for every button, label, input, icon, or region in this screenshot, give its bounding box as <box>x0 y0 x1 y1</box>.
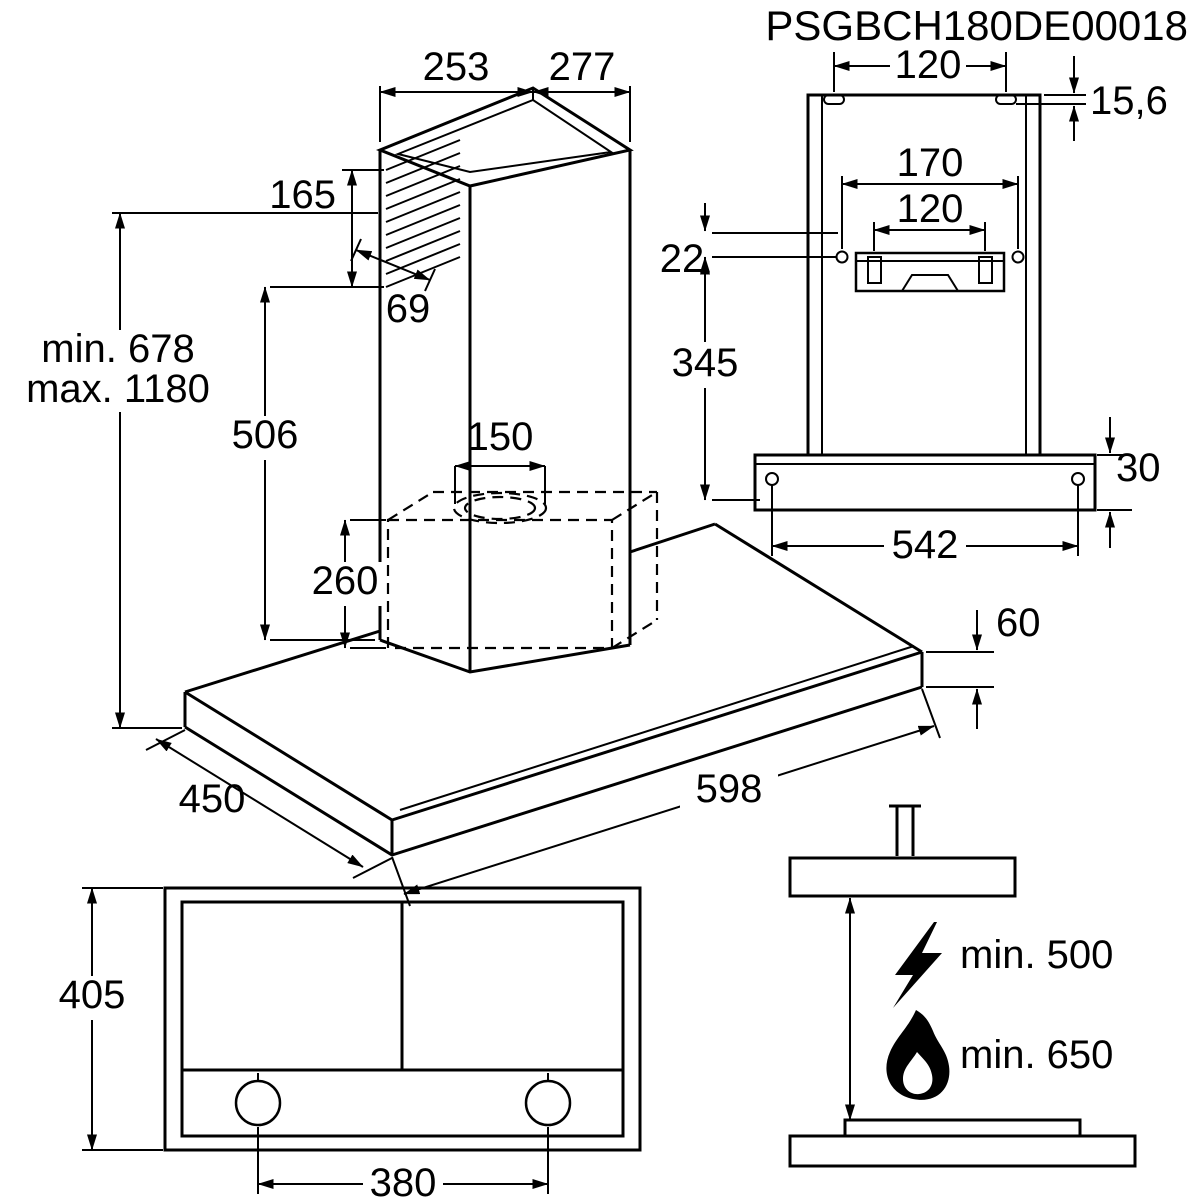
knob-right <box>524 1079 572 1127</box>
duct-outlet-inner <box>463 495 537 521</box>
dim-canopy-width: 598 <box>696 767 763 811</box>
dim-rail-screw-spacing: 542 <box>892 523 959 567</box>
dim-canopy-depth: 450 <box>179 777 246 821</box>
dim-vent-height: 165 <box>269 173 336 217</box>
inner-motor-box <box>386 490 659 650</box>
bottom-dimensions: 405 380 <box>52 887 549 1200</box>
dim-chimney-top-depth: 253 <box>423 45 490 89</box>
rear-view: 120 15,6 170 120 22 345 30 542 <box>660 43 1168 568</box>
dim-height-max: max. 1180 <box>26 367 210 411</box>
bracket-slot-right <box>978 256 993 284</box>
dim-inner-box-height: 260 <box>312 559 379 603</box>
canopy-right-edge <box>714 522 923 654</box>
bracket-hole-left <box>835 250 849 264</box>
part-number: PSGBCH180DE00018 <box>765 2 1188 49</box>
iso-dimensions: 253 277 165 69 506 min. 678 max. 1180 15… <box>26 45 1041 907</box>
bracket-notch <box>901 274 959 292</box>
bottom-rail <box>753 453 1097 512</box>
clearance-electric-label: min. 500 <box>960 933 1113 977</box>
dim-knob-spacing: 380 <box>370 1161 437 1200</box>
dim-rail-height: 30 <box>1116 446 1161 490</box>
dim-bracket-hole-spacing-outer: 170 <box>897 141 964 185</box>
hob-profile <box>843 1118 1082 1138</box>
top-slot-right <box>995 94 1017 105</box>
canopy-thickness-edges <box>183 652 924 855</box>
top-slot-left <box>823 94 845 105</box>
mounting-bracket <box>854 251 1006 293</box>
hood-chimney-stub <box>889 804 921 856</box>
canopy-bottom-edges <box>184 685 923 857</box>
bracket-hole-right <box>1011 250 1025 264</box>
clearance-view: min. 500 min. 650 <box>788 804 1137 1168</box>
chimney-bottom-edges <box>379 638 631 674</box>
dim-canopy-thickness: 60 <box>996 601 1041 645</box>
dim-top-slot-spacing: 120 <box>895 43 962 87</box>
hood-side-profile <box>788 856 1017 898</box>
counter-profile <box>788 1134 1137 1168</box>
isometric-view: 253 277 165 69 506 min. 678 max. 1180 15… <box>26 45 1041 907</box>
dim-bracket-hole-spacing-inner: 120 <box>897 187 964 231</box>
dim-top-slot-offset: 15,6 <box>1090 79 1168 123</box>
rear-dimensions: 120 15,6 170 120 22 345 30 542 <box>660 43 1168 568</box>
lightning-icon <box>893 922 942 1008</box>
flame-icon <box>886 1010 950 1100</box>
rear-panel-folds <box>821 95 1027 455</box>
knob-ticks <box>257 1073 549 1081</box>
bracket-slot-left <box>867 256 882 284</box>
bottom-outer <box>163 886 642 1152</box>
dim-duct-diameter: 150 <box>467 415 534 459</box>
canopy-front-edge <box>391 650 923 822</box>
canopy-back-edge-right <box>629 522 716 554</box>
vent-slats <box>385 139 461 288</box>
dim-height-min: min. 678 <box>41 327 194 371</box>
dim-bracket-offset: 22 <box>660 237 705 281</box>
dim-vent-offset: 69 <box>386 287 431 331</box>
dim-bottom-depth: 405 <box>59 973 126 1017</box>
chimney-top-rim-inner <box>394 98 614 174</box>
duct-outlet-outer <box>452 491 548 525</box>
dim-bracket-to-rail: 345 <box>672 341 739 385</box>
dim-chimney-top-width: 277 <box>549 45 616 89</box>
dim-chimney-visible-height: 506 <box>232 413 299 457</box>
knob-left <box>234 1079 282 1127</box>
bottom-view: 405 380 <box>52 886 642 1200</box>
clearance-gas-label: min. 650 <box>960 1033 1113 1077</box>
